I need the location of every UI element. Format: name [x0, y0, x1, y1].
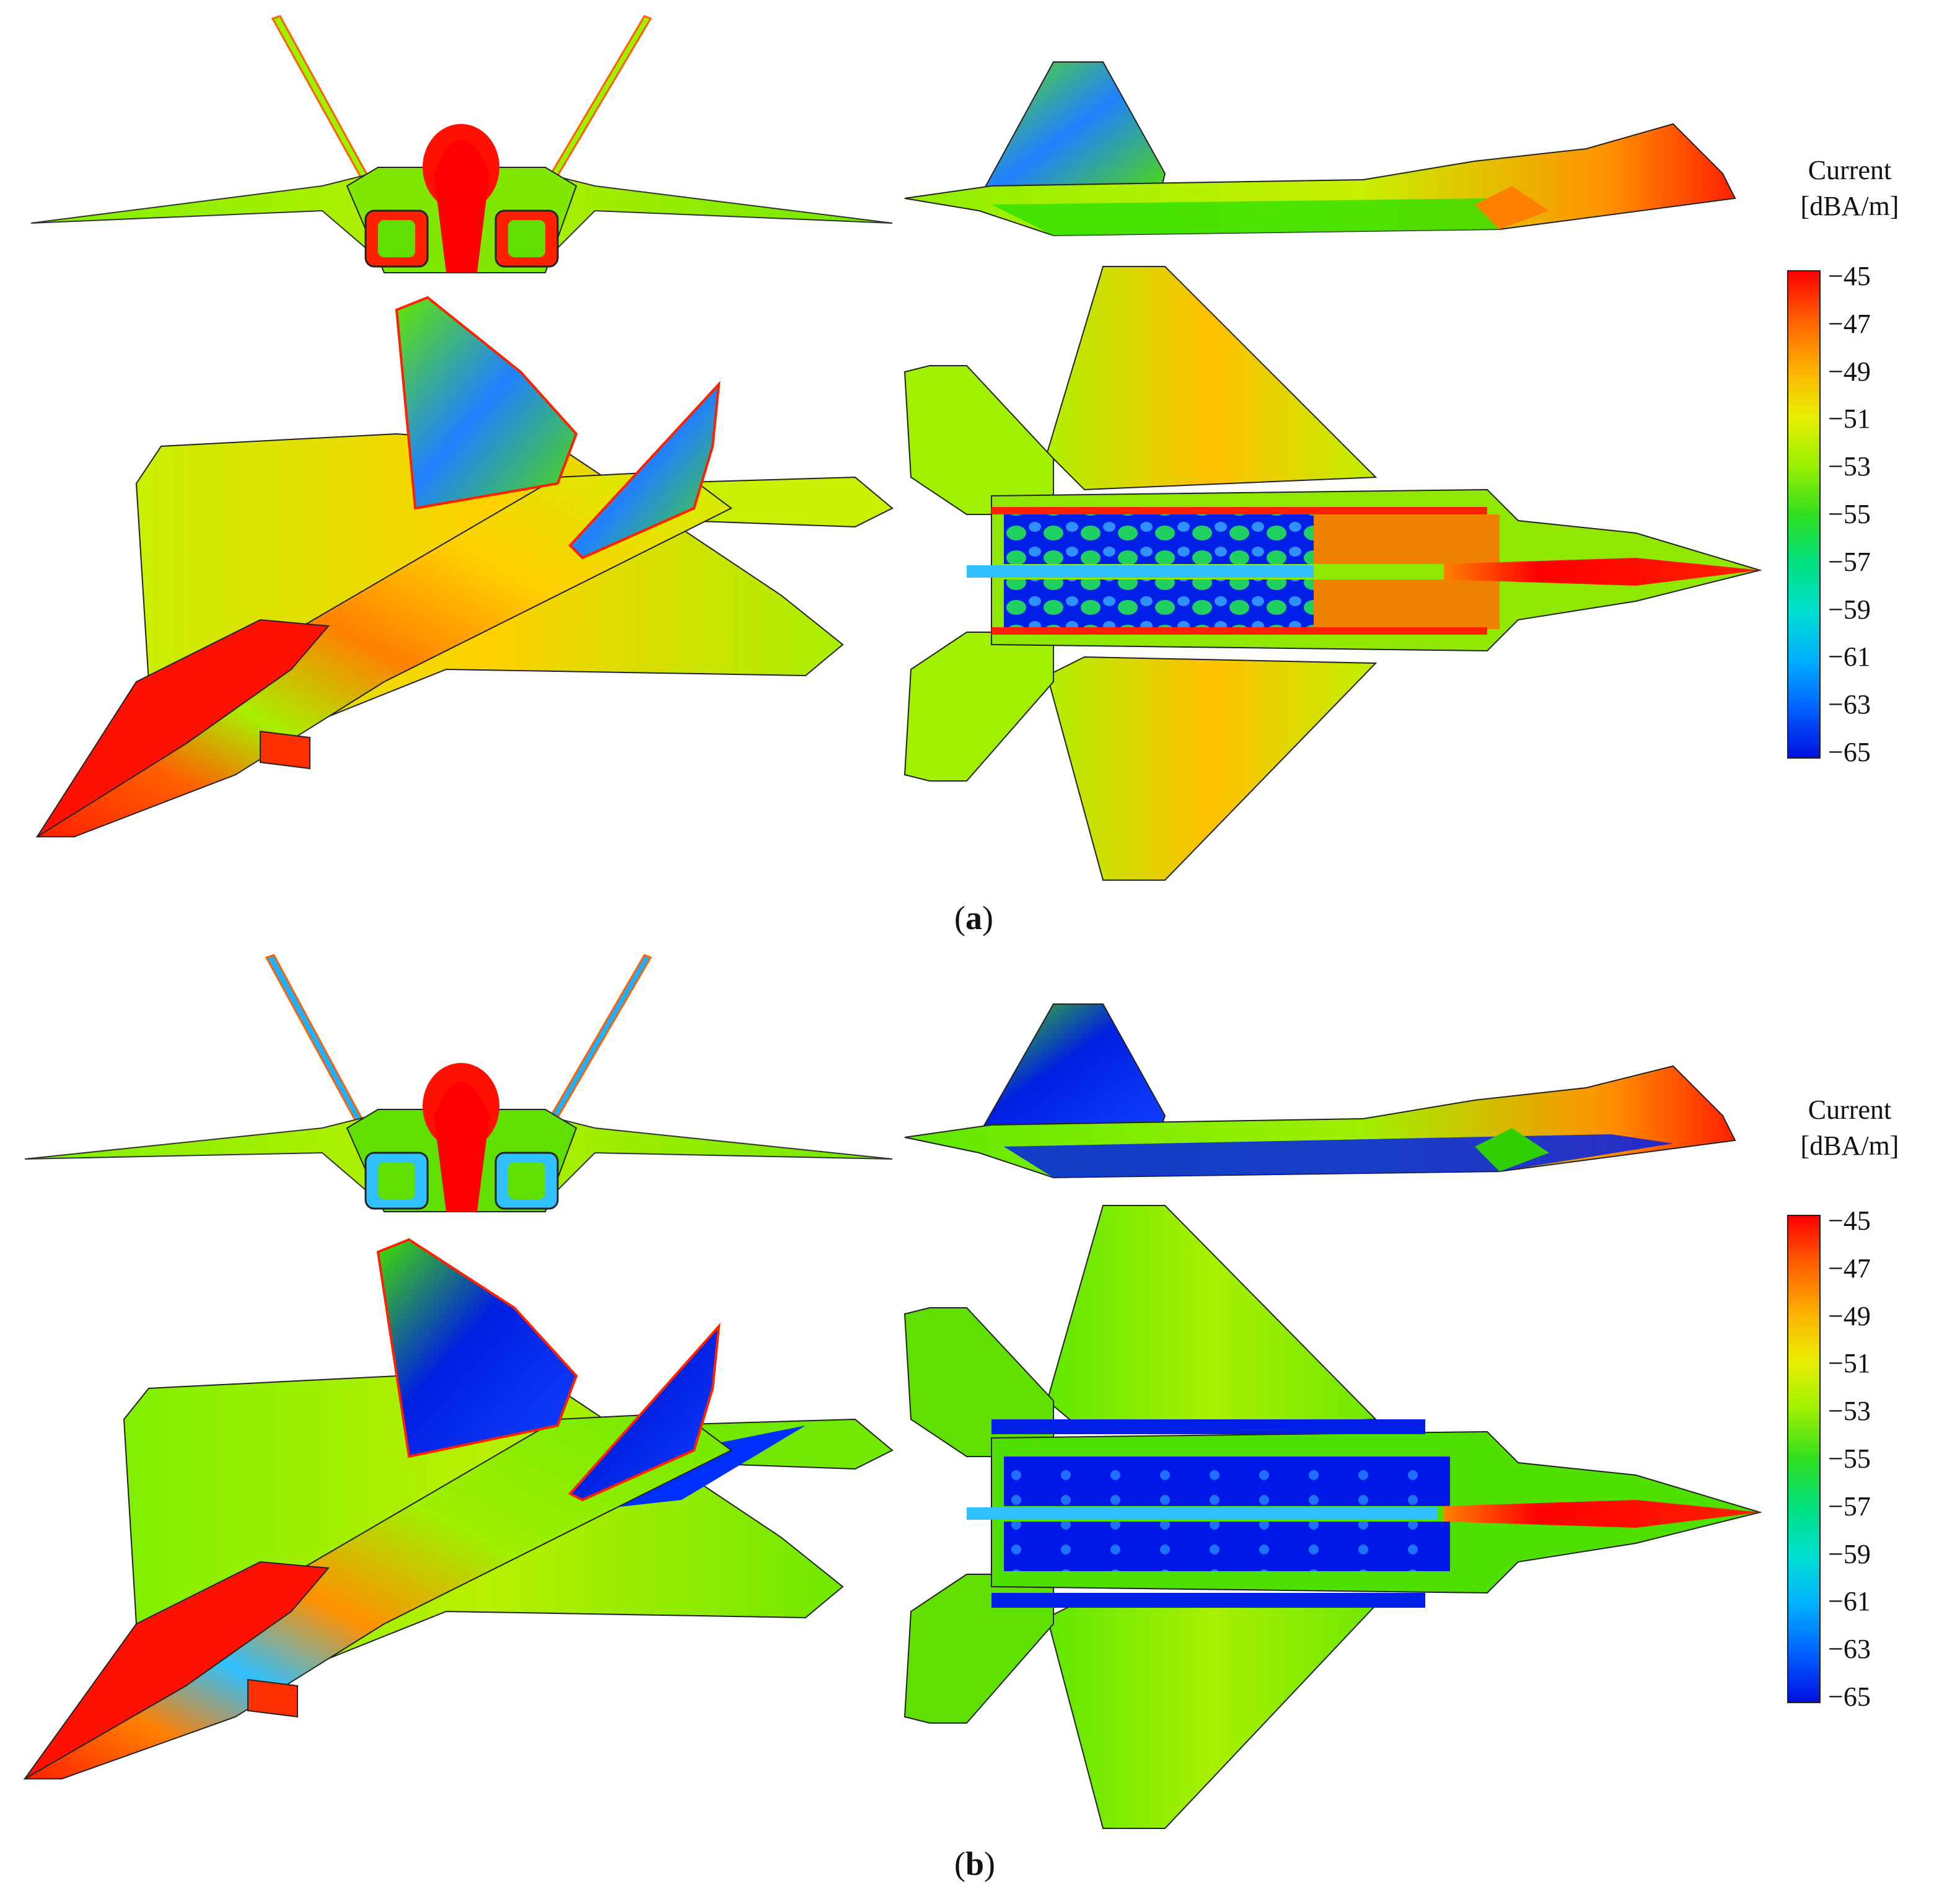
- colorbar-tick-label: −59: [1828, 594, 1871, 625]
- caption-open: (: [954, 899, 965, 937]
- colorbar-tick-label: −57: [1828, 546, 1871, 577]
- colorbar-tick-label: −65: [1828, 1681, 1871, 1712]
- colorbar-tick-label: −47: [1828, 1253, 1871, 1284]
- legend-title: Current [dBA/m]: [1760, 152, 1940, 224]
- caption-b: (b): [954, 1844, 995, 1883]
- caption-open: (: [954, 1845, 965, 1882]
- legend-title: Current [dBA/m]: [1760, 1092, 1940, 1164]
- panel-a-side-view: [904, 61, 1736, 237]
- caption-letter: a: [965, 899, 982, 937]
- colorbar-tick-label: −59: [1828, 1538, 1871, 1569]
- colorbar-tick-label: −65: [1828, 737, 1871, 767]
- colorbar-tick-label: −61: [1828, 641, 1871, 672]
- colorbar-tick-label: −49: [1828, 1300, 1871, 1331]
- colorbar: [1787, 270, 1821, 759]
- caption-letter: b: [965, 1845, 985, 1882]
- colorbar: [1787, 1215, 1821, 1703]
- panel-b-front-view: [24, 954, 893, 1212]
- colorbar-tick-label: −55: [1828, 499, 1871, 529]
- colorbar-tick-label: −45: [1828, 261, 1871, 291]
- colorbar-tick-label: −53: [1828, 1396, 1871, 1427]
- legend-title-line1: Current: [1808, 1095, 1892, 1125]
- colorbar-tick-label: −51: [1828, 403, 1871, 434]
- legend-title-line2: [dBA/m]: [1800, 1130, 1899, 1161]
- caption-close: ): [982, 899, 993, 937]
- colorbar-tick-label: −51: [1828, 1348, 1871, 1379]
- panel-b-top-view: [903, 1205, 1762, 1829]
- colorbar-tick-label: −47: [1828, 308, 1871, 339]
- panel-b-isometric-view: [23, 1238, 894, 1779]
- caption-a: (a): [954, 899, 993, 937]
- panel-b-side-view: [904, 1003, 1736, 1179]
- colorbar-tick-label: −63: [1828, 689, 1871, 720]
- panel-a-isometric-view: [35, 296, 894, 837]
- legend-title-line2: [dBA/m]: [1800, 191, 1899, 221]
- colorbar-tick-label: −55: [1828, 1443, 1871, 1474]
- colorbar-tick-label: −61: [1828, 1586, 1871, 1617]
- legend-title-line1: Current: [1808, 155, 1892, 185]
- colorbar-tick-label: −53: [1828, 451, 1871, 482]
- caption-close: ): [984, 1845, 996, 1882]
- colorbar-tick-label: −45: [1828, 1205, 1871, 1236]
- colorbar-tick-label: −63: [1828, 1634, 1871, 1665]
- panel-a-front-view: [30, 15, 893, 273]
- colorbar-tick-label: −49: [1828, 356, 1871, 387]
- colorbar-tick-label: −57: [1828, 1491, 1871, 1522]
- panel-a-top-view: [903, 266, 1762, 881]
